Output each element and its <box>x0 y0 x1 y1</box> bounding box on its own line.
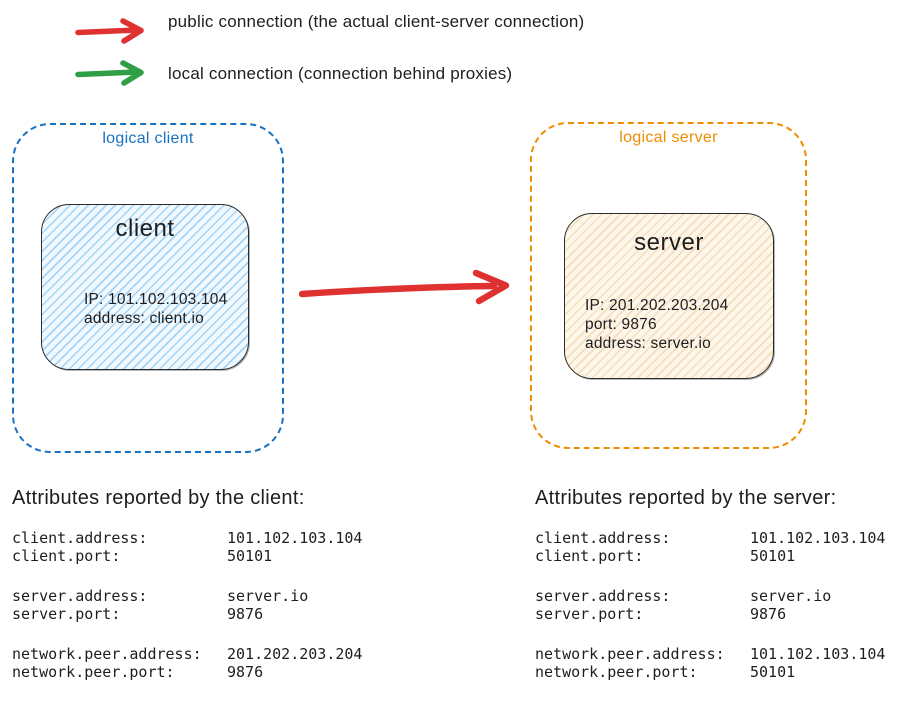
server-ip-line: IP: 201.202.203.204 <box>585 297 729 314</box>
client-attributes-title: Attributes reported by the client: <box>12 487 305 509</box>
public-connection-arrow <box>298 269 510 305</box>
client-attributes-list: client.address: 101.102.103.104 client.p… <box>12 529 384 681</box>
attr-row-network-peer-port: network.peer.port: 50101 <box>535 663 796 681</box>
attr-row-server-port: server.port: 9876 <box>535 605 787 623</box>
attr-row-client-port: client.port: 50101 <box>12 547 273 565</box>
local-connection-arrow-icon <box>75 60 144 86</box>
attr-row-network-peer-port: network.peer.port: 9876 <box>12 663 264 681</box>
attr-row-client-port: client.port: 50101 <box>535 547 796 565</box>
server-node: server IP: 201.202.203.204 port: 9876 ad… <box>564 213 774 379</box>
server-port-line: port: 9876 <box>585 316 657 333</box>
server-attr-group-server: server.address: server.io server.port: 9… <box>535 587 900 623</box>
attr-row-client-address: client.address: 101.102.103.104 <box>535 529 886 547</box>
client-attr-group-client: client.address: 101.102.103.104 client.p… <box>12 529 384 565</box>
server-attr-group-network-peer: network.peer.address: 101.102.103.104 ne… <box>535 645 900 681</box>
client-attributes-panel: Attributes reported by the client: clien… <box>12 484 384 703</box>
logical-client-label: logical client <box>102 130 194 147</box>
attr-row-server-port: server.port: 9876 <box>12 605 264 623</box>
server-node-details: IP: 201.202.203.204 port: 9876 address: … <box>565 296 773 353</box>
attr-row-network-peer-address: network.peer.address: 101.102.103.104 <box>535 645 886 663</box>
legend-label-public-connection: public connection (the actual client-ser… <box>168 12 585 31</box>
public-connection-arrow-icon <box>75 18 144 44</box>
server-address-line: address: server.io <box>585 335 711 352</box>
client-node: client IP: 101.102.103.104 address: clie… <box>41 204 249 370</box>
server-attributes-list: client.address: 101.102.103.104 client.p… <box>535 529 900 681</box>
client-node-details: IP: 101.102.103.104 address: client.io <box>42 290 248 328</box>
attr-row-client-address: client.address: 101.102.103.104 <box>12 529 363 547</box>
logical-client-box: logical client client IP: 101.102.103.10… <box>12 123 284 453</box>
client-address-line: address: client.io <box>84 310 204 327</box>
client-attr-group-server: server.address: server.io server.port: 9… <box>12 587 384 623</box>
client-attr-group-network-peer: network.peer.address: 201.202.203.204 ne… <box>12 645 384 681</box>
attr-row-network-peer-address: network.peer.address: 201.202.203.204 <box>12 645 363 663</box>
legend-label-local-connection: local connection (connection behind prox… <box>168 64 513 83</box>
server-attr-group-client: client.address: 101.102.103.104 client.p… <box>535 529 900 565</box>
attr-row-server-address: server.address: server.io <box>12 587 309 605</box>
server-attributes-panel: Attributes reported by the server: clien… <box>535 484 900 703</box>
server-node-title: server <box>634 229 704 256</box>
logical-server-label: logical server <box>619 129 718 146</box>
client-ip-line: IP: 101.102.103.104 <box>84 291 228 308</box>
client-node-title: client <box>115 215 175 242</box>
attr-row-server-address: server.address: server.io <box>535 587 832 605</box>
server-attributes-title: Attributes reported by the server: <box>535 487 837 509</box>
logical-server-box: logical server server IP: 201.202.203.20… <box>530 122 807 449</box>
